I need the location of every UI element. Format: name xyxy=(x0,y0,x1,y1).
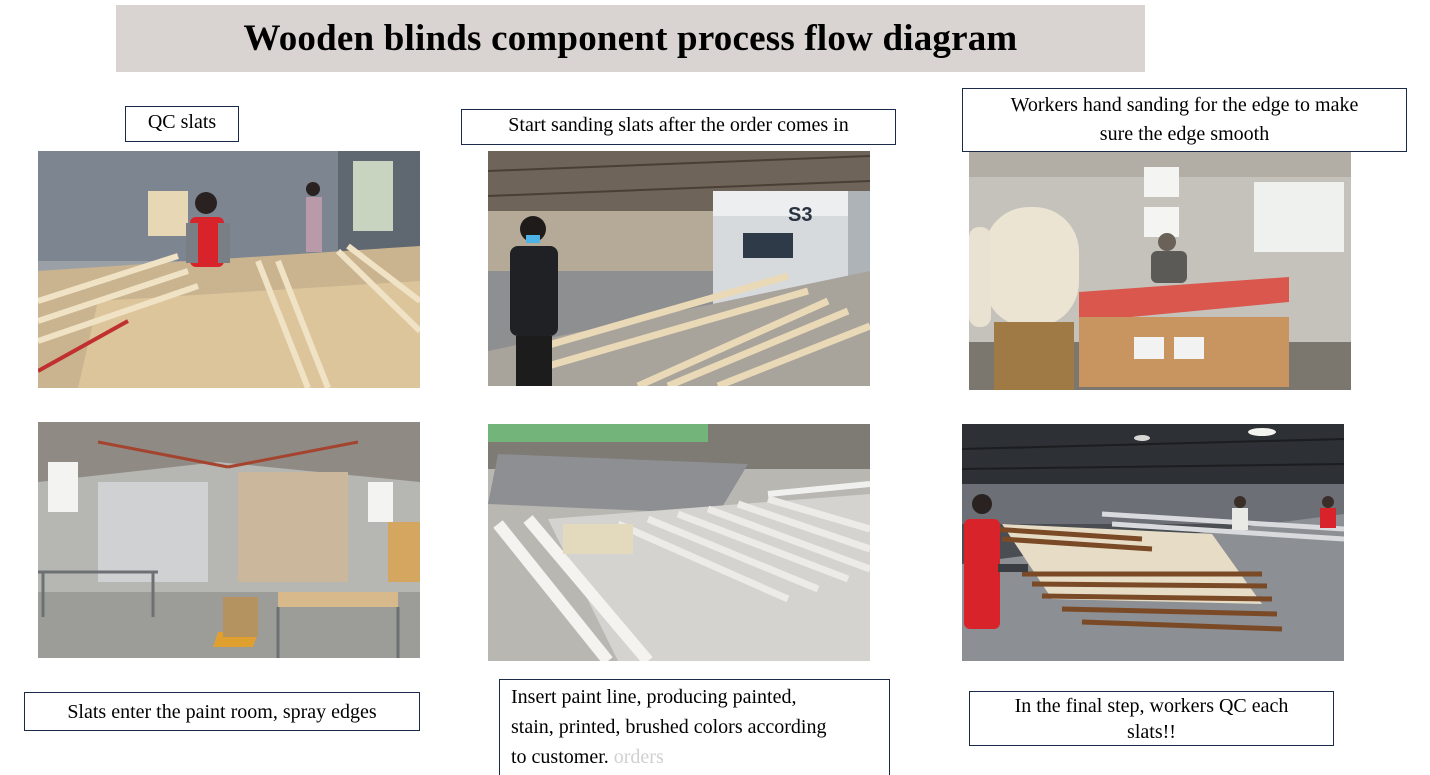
step-3-caption: Workers hand sanding for the edge to mak… xyxy=(962,88,1407,152)
step-2-caption-text: Start sanding slats after the order come… xyxy=(508,114,849,136)
step-5-caption: Insert paint line, producing painted, st… xyxy=(499,679,890,775)
step-3-caption-line-2: sure the edge smooth xyxy=(1099,123,1270,145)
step-5-caption-line-2: stain, printed, brushed colors according xyxy=(511,716,827,738)
title-banner: Wooden blinds component process flow dia… xyxy=(116,5,1145,72)
photo-hand-sanding xyxy=(969,152,1351,390)
step-6-caption-line-1: In the final step, workers QC each xyxy=(1014,695,1289,717)
step-6-caption-line-2: slats!! xyxy=(1127,721,1176,743)
step-5-caption-line-3: to customer. orders xyxy=(511,742,878,772)
step-1-caption: QC slats xyxy=(125,106,239,142)
step-1-caption-text: QC slats xyxy=(147,111,217,133)
diagram-title: Wooden blinds component process flow dia… xyxy=(243,18,1018,59)
photo-paint-room xyxy=(38,422,420,658)
photo-qc-slats xyxy=(38,151,420,388)
step-5-caption-line-1: Insert paint line, producing painted, xyxy=(511,686,797,708)
machine-model-badge: S3 xyxy=(788,204,812,226)
step-5-caption-line-3-text: to customer. xyxy=(511,746,609,768)
photo-sanding-machine: S3 xyxy=(488,151,870,386)
step-4-caption-text: Slats enter the paint room, spray edges xyxy=(67,701,377,723)
step-6-caption: In the final step, workers QC each slats… xyxy=(969,691,1334,746)
step-4-caption: Slats enter the paint room, spray edges xyxy=(24,692,420,731)
photo-final-qc xyxy=(962,424,1344,661)
step-2-caption: Start sanding slats after the order come… xyxy=(461,109,896,145)
step-5-caption-ghost-text: orders xyxy=(608,746,664,768)
step-3-caption-line-1: Workers hand sanding for the edge to mak… xyxy=(1010,94,1359,116)
photo-paint-line xyxy=(488,424,870,661)
